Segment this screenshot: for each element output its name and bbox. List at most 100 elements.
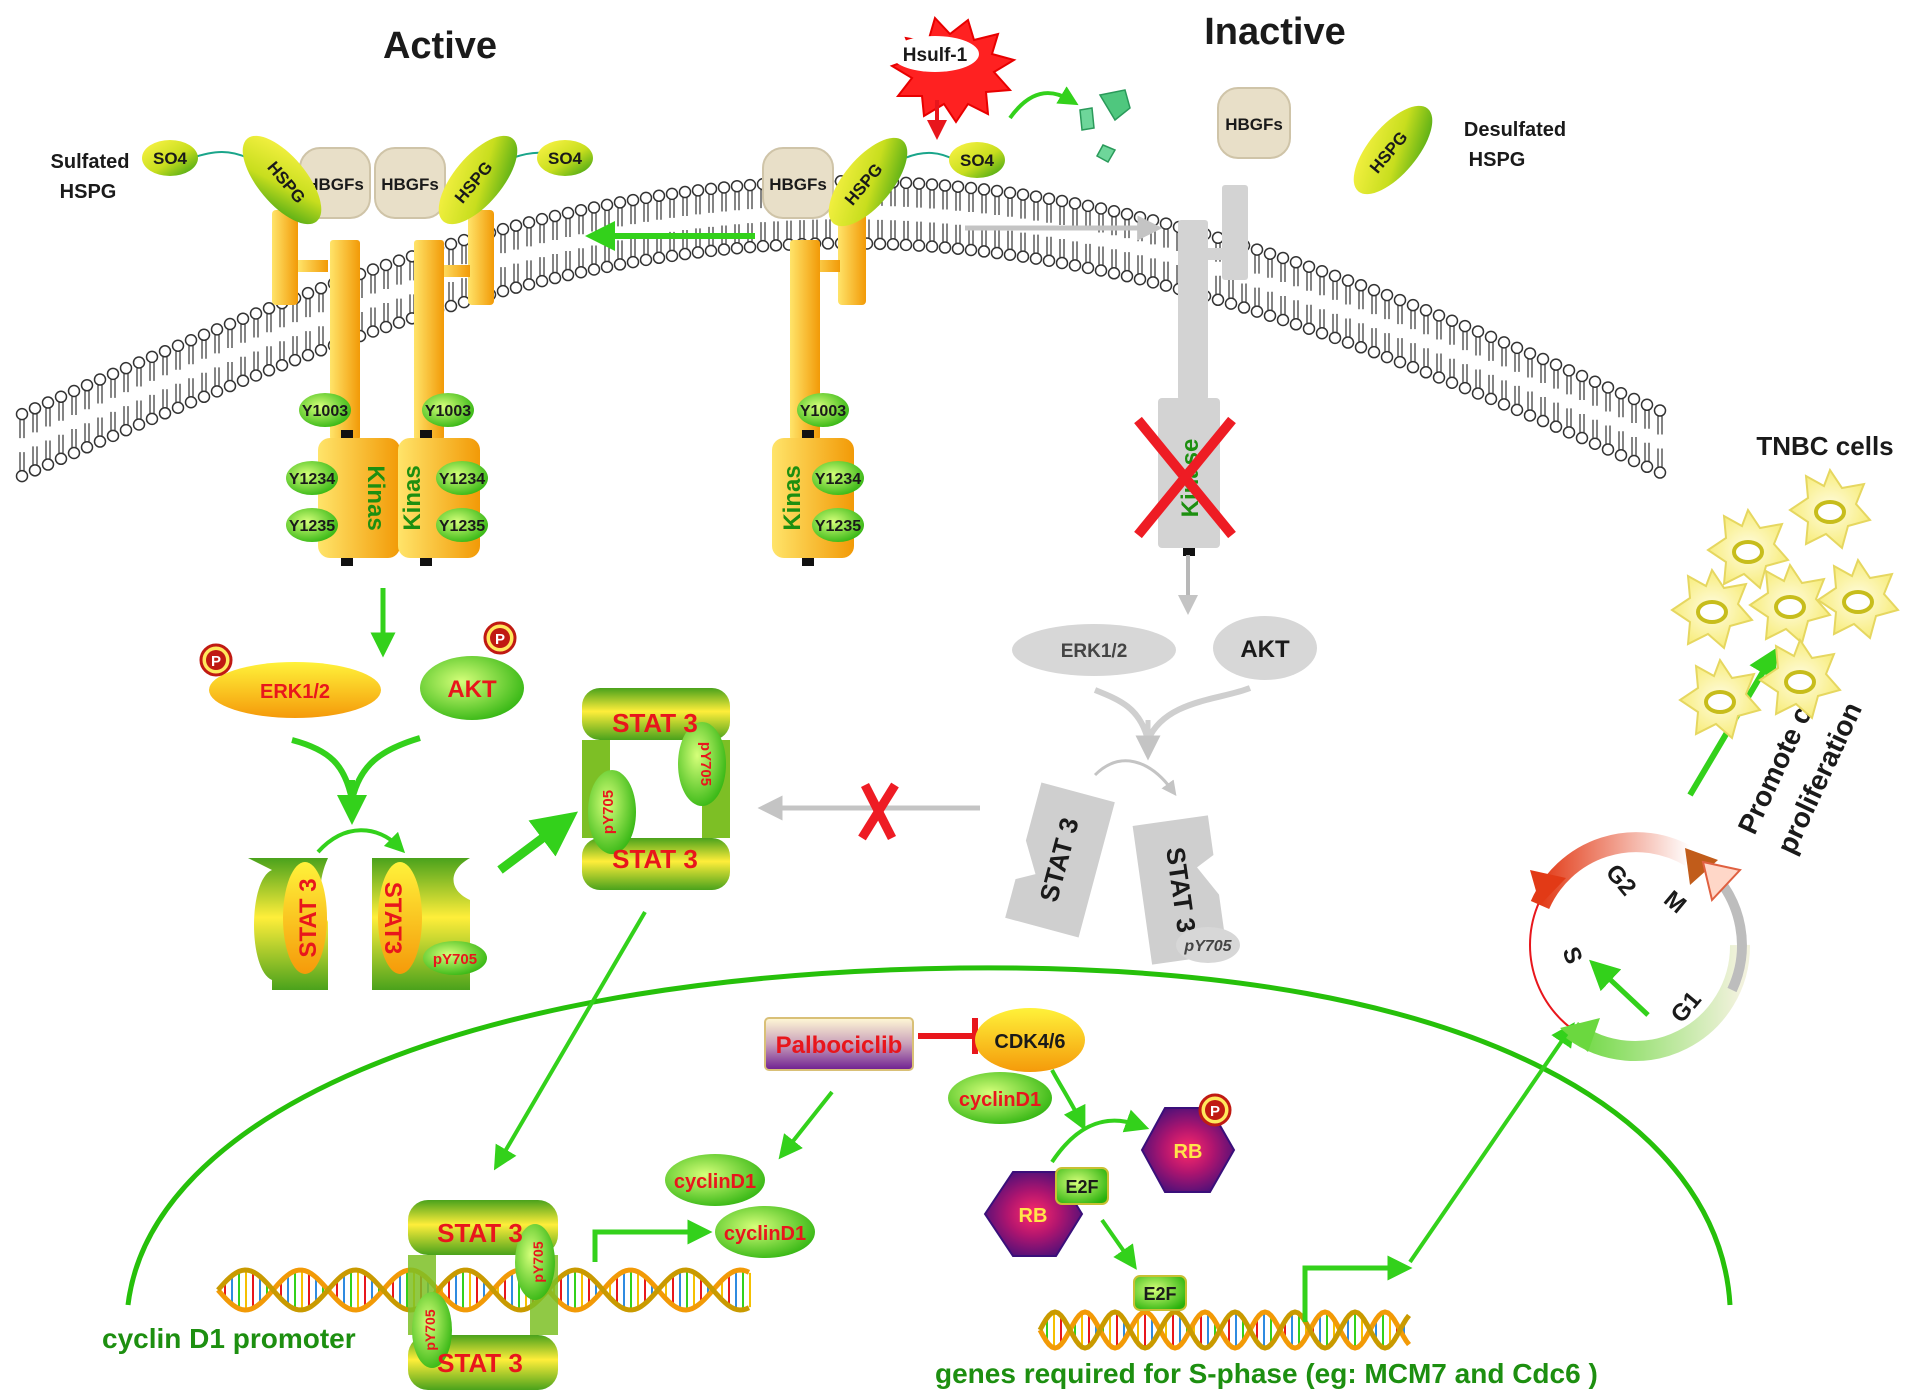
- active-heading: Active: [383, 25, 497, 67]
- middle-ligand-complex: HBGFs HSPG SO4: [762, 137, 1005, 227]
- phospho-p-erk: P: [211, 653, 221, 670]
- tnbc-heading: TNBC cells: [1756, 431, 1893, 461]
- middle-receptor: Kinas Y1003 Y1234 Y1235: [772, 210, 866, 566]
- active-ligand-complex: HBGFs HBGFs HSPG HSPG SO4 SO4: [142, 135, 593, 225]
- erk-active-label: ERK1/2: [260, 681, 330, 703]
- sulfated-hspg-line2: HSPG: [60, 181, 117, 203]
- inactive-converge: [1093, 685, 1252, 742]
- e2f-release-arrow: [1100, 1218, 1137, 1270]
- nucleus-envelope: [125, 965, 1733, 1306]
- inactive-heading: Inactive: [1204, 11, 1346, 53]
- release-arrow: [1008, 86, 1079, 120]
- hbgfs-label-left: HBGFs: [306, 175, 364, 194]
- kinase-label-left: Kinas: [362, 465, 389, 530]
- erk-active: ERK1/2 P: [199, 643, 381, 718]
- e2f-free: E2F: [1133, 1275, 1187, 1311]
- rb-e2f-complex: RB E2F: [983, 1167, 1109, 1257]
- inactive-receptor: Kinase: [1134, 185, 1248, 556]
- kinase-label-right: Kinas: [399, 465, 426, 530]
- hsulf1-label: Hsulf-1: [903, 45, 968, 66]
- palbo-to-cyclin-arrow: [778, 1090, 834, 1160]
- cyclin-promoter-label: cyclin D1 promoter: [102, 1323, 356, 1354]
- svg-text:pY705: pY705: [697, 742, 714, 786]
- cell-cycle: G2 M S G1: [1529, 832, 1751, 1061]
- e2f-label-free: E2F: [1143, 1284, 1176, 1304]
- s-phase-genes-label: genes required for S-phase (eg: MCM7 and…: [935, 1358, 1598, 1389]
- rb-label-bound: RB: [1019, 1205, 1048, 1227]
- svg-text:pY705: pY705: [422, 1309, 438, 1350]
- so4-label-middle: SO4: [960, 151, 995, 170]
- dimerization-arrow: [497, 811, 578, 874]
- y1234-middle: Y1234: [815, 471, 861, 488]
- desulfated-hspg-line2: HSPG: [1469, 149, 1526, 171]
- svg-text:pY705: pY705: [530, 1241, 546, 1282]
- y1235-left: Y1235: [289, 518, 335, 535]
- palbociclib-inhibition: [918, 1018, 978, 1054]
- stat3-dna-top-label: STAT 3: [437, 1218, 523, 1248]
- stat3-dimer-bottom-label: STAT 3: [612, 844, 698, 874]
- palbociclib-label: Palbociclib: [776, 1032, 903, 1059]
- svg-text:pY705: pY705: [600, 790, 617, 834]
- y1235-right: Y1235: [439, 518, 485, 535]
- cdk46: CDK4/6: [975, 1008, 1085, 1072]
- svg-text:cyclinD1: cyclinD1: [959, 1089, 1041, 1111]
- inactive-ligand-complex: HBGFs HSPG: [1217, 87, 1433, 195]
- akt-inactive-label: AKT: [1240, 636, 1290, 663]
- svg-text:STAT 3: STAT 3: [295, 878, 322, 957]
- rb-phosphorylation-arrow: [1050, 1109, 1150, 1164]
- hbgfs-label-right: HBGFs: [381, 175, 439, 194]
- akt-active: AKT P: [420, 621, 524, 720]
- stat3-monomer-left: STAT 3: [248, 858, 328, 990]
- hbgfs-label-inactive: HBGFs: [1225, 115, 1283, 134]
- cyclind1-pair: cyclinD1 cyclinD1: [665, 1154, 815, 1258]
- so4-label-left: SO4: [153, 149, 188, 168]
- kinase-label-middle: Kinas: [779, 465, 806, 530]
- desulfated-hspg-line1: Desulfated: [1464, 119, 1566, 141]
- cycle-s: S: [1557, 943, 1588, 967]
- to-cell-cycle-arrow: [1408, 1022, 1575, 1264]
- stat3-dna-bottom-label: STAT 3: [437, 1348, 523, 1378]
- cycle-m: M: [1658, 885, 1691, 919]
- cyclin-transcription-arrow: [592, 1219, 713, 1262]
- svg-text:pY705: pY705: [433, 951, 477, 968]
- rb-phosphorylated: RB P: [1140, 1093, 1236, 1193]
- erk-inactive-label: ERK1/2: [1061, 641, 1128, 662]
- svg-text:cyclinD1: cyclinD1: [674, 1171, 756, 1193]
- y1003-left: Y1003: [302, 403, 348, 420]
- e2f-label-bound: E2F: [1065, 1177, 1098, 1197]
- phospho-p-akt: P: [495, 631, 505, 648]
- cdk-to-rb-arrow: [1050, 1069, 1086, 1131]
- nuclear-translocation-arrow: [493, 910, 647, 1171]
- s-phase-transcription-arrow: [1302, 1255, 1413, 1322]
- hbgfs-label-middle: HBGFs: [769, 175, 827, 194]
- y1003-right: Y1003: [425, 403, 471, 420]
- y1234-right: Y1234: [439, 471, 485, 488]
- py705-inactive: pY705: [1183, 938, 1232, 955]
- cyclind1-cdk: cyclinD1: [948, 1072, 1052, 1124]
- hsulf1-burst: Hsulf-1: [889, 16, 1017, 124]
- tnbc-cells-cluster: [1670, 468, 1900, 740]
- active-converge: [291, 735, 421, 801]
- so4-label-right: SO4: [548, 149, 583, 168]
- palbociclib-box: Palbociclib: [764, 1017, 914, 1071]
- stat3-inactive-left: STAT 3: [1005, 782, 1115, 938]
- inactive-curved-arrow: [1093, 759, 1177, 797]
- phospho-p-rb: P: [1210, 1103, 1220, 1120]
- rb-label-free: RB: [1174, 1141, 1203, 1163]
- y1234-left: Y1234: [289, 471, 335, 488]
- stat3-dimer-top-label: STAT 3: [612, 708, 698, 738]
- sulfated-hspg-line1: Sulfated: [51, 151, 130, 173]
- stat3-monomer-right: STAT3 pY705: [372, 858, 487, 990]
- active-receptor-dimer: Kinas Kinas Y1003 Y1003 Y1234 Y1235 Y123…: [272, 210, 494, 566]
- svg-text:STAT3: STAT3: [379, 882, 406, 954]
- active-curved-arrow: [316, 828, 406, 854]
- svg-text:cyclinD1: cyclinD1: [724, 1223, 806, 1245]
- blocked-x-icon: [858, 782, 899, 841]
- akt-active-label: AKT: [447, 676, 497, 703]
- dna-cyclin-promoter: [216, 1267, 751, 1313]
- stat3-dimer-on-dna: STAT 3 STAT 3 pY705 pY705: [408, 1200, 558, 1390]
- y1235-middle: Y1235: [815, 518, 861, 535]
- y1003-middle: Y1003: [800, 403, 846, 420]
- dna-s-phase: [1037, 1309, 1411, 1351]
- cycle-g2: G2: [1600, 859, 1641, 901]
